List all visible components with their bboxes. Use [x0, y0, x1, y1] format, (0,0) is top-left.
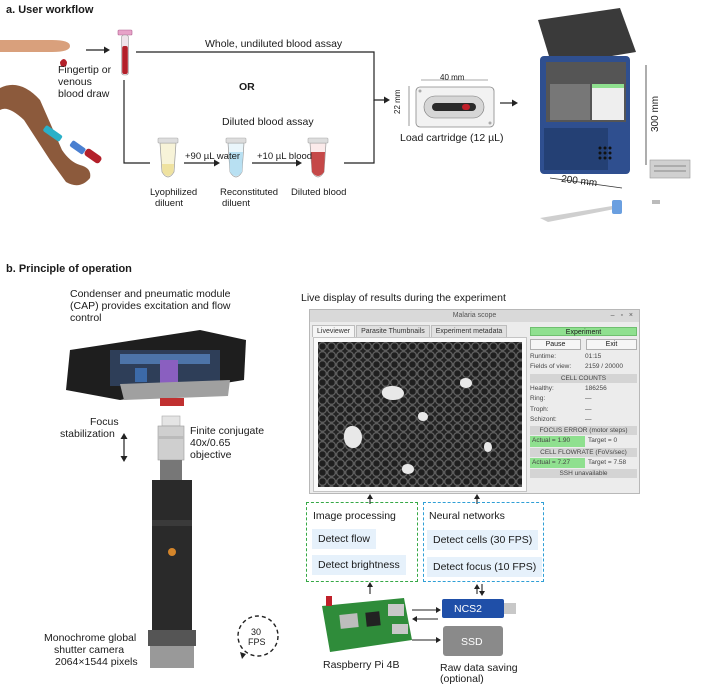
- detect-flow-pill: Detect flow: [312, 529, 376, 549]
- fps-label-2: FPS: [248, 637, 266, 647]
- raw-saving-label-2: (optional): [440, 673, 484, 685]
- objective-illustration: [157, 415, 185, 480]
- live-image-view: [313, 337, 527, 492]
- arm-illustration: [0, 84, 91, 186]
- cap-label-2: (CAP) provides excitation and flow: [70, 300, 231, 312]
- image-processing-box: [306, 502, 418, 582]
- objective-label-1: Finite conjugate: [190, 425, 265, 437]
- draw-label-1: Fingertip or: [58, 64, 112, 76]
- capillary-tube-icon: [117, 29, 133, 36]
- fov-value: 2159 / 20000: [585, 363, 623, 371]
- cap-module-illustration: [66, 330, 246, 406]
- cap-label-3: control: [70, 312, 102, 324]
- focus-target: Target = 0: [588, 437, 618, 445]
- ssd-label: SSD: [461, 636, 483, 648]
- tube3-label: Diluted blood: [291, 187, 347, 198]
- healthy-value: 186256: [585, 384, 607, 392]
- cartridge-height-label: 22 mm: [393, 89, 402, 114]
- ring-key: Ring:: [530, 395, 546, 403]
- diluted-blood-tube-icon: [307, 137, 329, 178]
- raspberry-pi-illustration: [322, 596, 412, 652]
- ncs2-stick-icon: [442, 599, 516, 618]
- detect-focus-pill: Detect focus (10 FPS): [427, 557, 543, 577]
- window-controls-icon[interactable]: – ▫ ×: [610, 312, 635, 319]
- cartridge-width-label: 40 mm: [440, 73, 465, 82]
- pi-label: Raspberry Pi 4B: [323, 659, 400, 671]
- runtime-value: 01:15: [585, 353, 602, 360]
- schizont-value: —: [585, 416, 592, 424]
- troph-key: Troph:: [530, 405, 549, 413]
- tab-experiment-metadata[interactable]: Experiment metadata: [430, 325, 508, 337]
- objective-label-2: 40x/0.65: [190, 437, 231, 449]
- camera-label-1: Monochrome global: [44, 632, 137, 644]
- device-height-label: 300 mm: [650, 95, 661, 132]
- detect-cells-pill: Detect cells (30 FPS): [427, 530, 539, 550]
- neural-networks-title: Neural networks: [429, 510, 505, 522]
- focus-actual: Actual = 1.90: [530, 436, 585, 447]
- tab-liveviewer[interactable]: Liveviewer: [312, 325, 356, 337]
- tube2-label-2: diluent: [222, 198, 250, 209]
- cartridge-label: Load cartridge (12 µL): [400, 132, 504, 144]
- ring-value: —: [585, 395, 592, 403]
- healthy-key: Healthy:: [530, 384, 554, 392]
- draw-label-2: venous: [58, 76, 92, 88]
- schizont-key: Schizont:: [530, 416, 557, 424]
- neural-networks-box: [423, 502, 544, 582]
- cell-counts-header: CELL COUNTS: [530, 373, 637, 383]
- ssd-icon: [443, 626, 503, 656]
- detect-brightness-pill: Detect brightness: [312, 555, 406, 575]
- tube2-label-1: Reconstituted: [220, 187, 279, 198]
- blood-drop-icon: [60, 59, 67, 67]
- tube1-label-2: diluent: [155, 198, 183, 209]
- blood-cell-image: [318, 342, 522, 487]
- objective-label-3: objective: [190, 449, 232, 461]
- whole-blood-path: [136, 51, 384, 101]
- flowrate-header: CELL FLOWRATE (FoVs/sec): [530, 447, 637, 457]
- diluted-blood-path: [123, 80, 150, 164]
- whole-assay-label: Whole, undiluted blood assay: [205, 38, 343, 50]
- draw-label-3: blood draw: [58, 88, 110, 100]
- ssh-status: SSH unavailable: [530, 469, 637, 479]
- troph-value: —: [585, 405, 592, 413]
- gui-titlebar: Malaria scope – ▫ ×: [310, 310, 639, 322]
- flow-actual: Actual = 7.27: [530, 457, 585, 469]
- focus-label-2: stabilization: [60, 428, 115, 440]
- status-panel: Experiment Pause Exit Runtime: 01:15 Fiel…: [530, 327, 637, 479]
- cartridge-illustration: [408, 79, 495, 128]
- finger-illustration: [0, 40, 70, 52]
- runtime-key: Runtime:: [530, 353, 557, 360]
- step-water-label: +90 µL water: [185, 151, 241, 162]
- reconstituted-tube-icon: [225, 137, 247, 178]
- raw-saving-label-1: Raw data saving: [440, 662, 518, 674]
- or-label: OR: [239, 81, 255, 93]
- camera-body-illustration: [148, 480, 196, 668]
- fov-key: Fields of view:: [530, 363, 572, 371]
- ncs2-label: NCS2: [454, 603, 483, 615]
- camera-label-3: 2064×1544 pixels: [55, 656, 138, 668]
- exit-button[interactable]: Exit: [586, 339, 637, 350]
- step-blood-label: +10 µL blood: [257, 151, 313, 162]
- cap-label-1: Condenser and pneumatic module: [70, 288, 231, 300]
- fps-cycle-icon: [237, 615, 279, 657]
- fps-label-1: 30: [251, 627, 262, 637]
- lyophilized-tube-icon: [157, 137, 179, 178]
- section-a-title: a. User workflow: [6, 4, 94, 16]
- image-processing-title: Image processing: [313, 510, 396, 522]
- flow-target: Target = 7.58: [588, 458, 627, 466]
- experiment-banner: Experiment: [530, 327, 637, 336]
- gui-tabs: Liveviewer Parasite Thumbnails Experimen…: [312, 325, 508, 337]
- focus-label-1: Focus: [90, 416, 119, 428]
- pause-button[interactable]: Pause: [530, 339, 581, 350]
- diluted-assay-label: Diluted blood assay: [222, 116, 314, 128]
- device-illustration: [538, 8, 691, 222]
- section-b-title: b. Principle of operation: [6, 263, 132, 275]
- focus-error-header: FOCUS ERROR (motor steps): [530, 426, 637, 436]
- tube1-label-1: Lyophilized: [150, 187, 198, 198]
- gui-window: Malaria scope – ▫ × Liveviewer Parasite …: [309, 309, 640, 494]
- live-display-label: Live display of results during the exper…: [301, 292, 506, 304]
- camera-label-2: shutter camera: [54, 644, 125, 656]
- gui-title: Malaria scope: [452, 312, 497, 319]
- tab-parasite-thumbnails[interactable]: Parasite Thumbnails: [356, 325, 430, 337]
